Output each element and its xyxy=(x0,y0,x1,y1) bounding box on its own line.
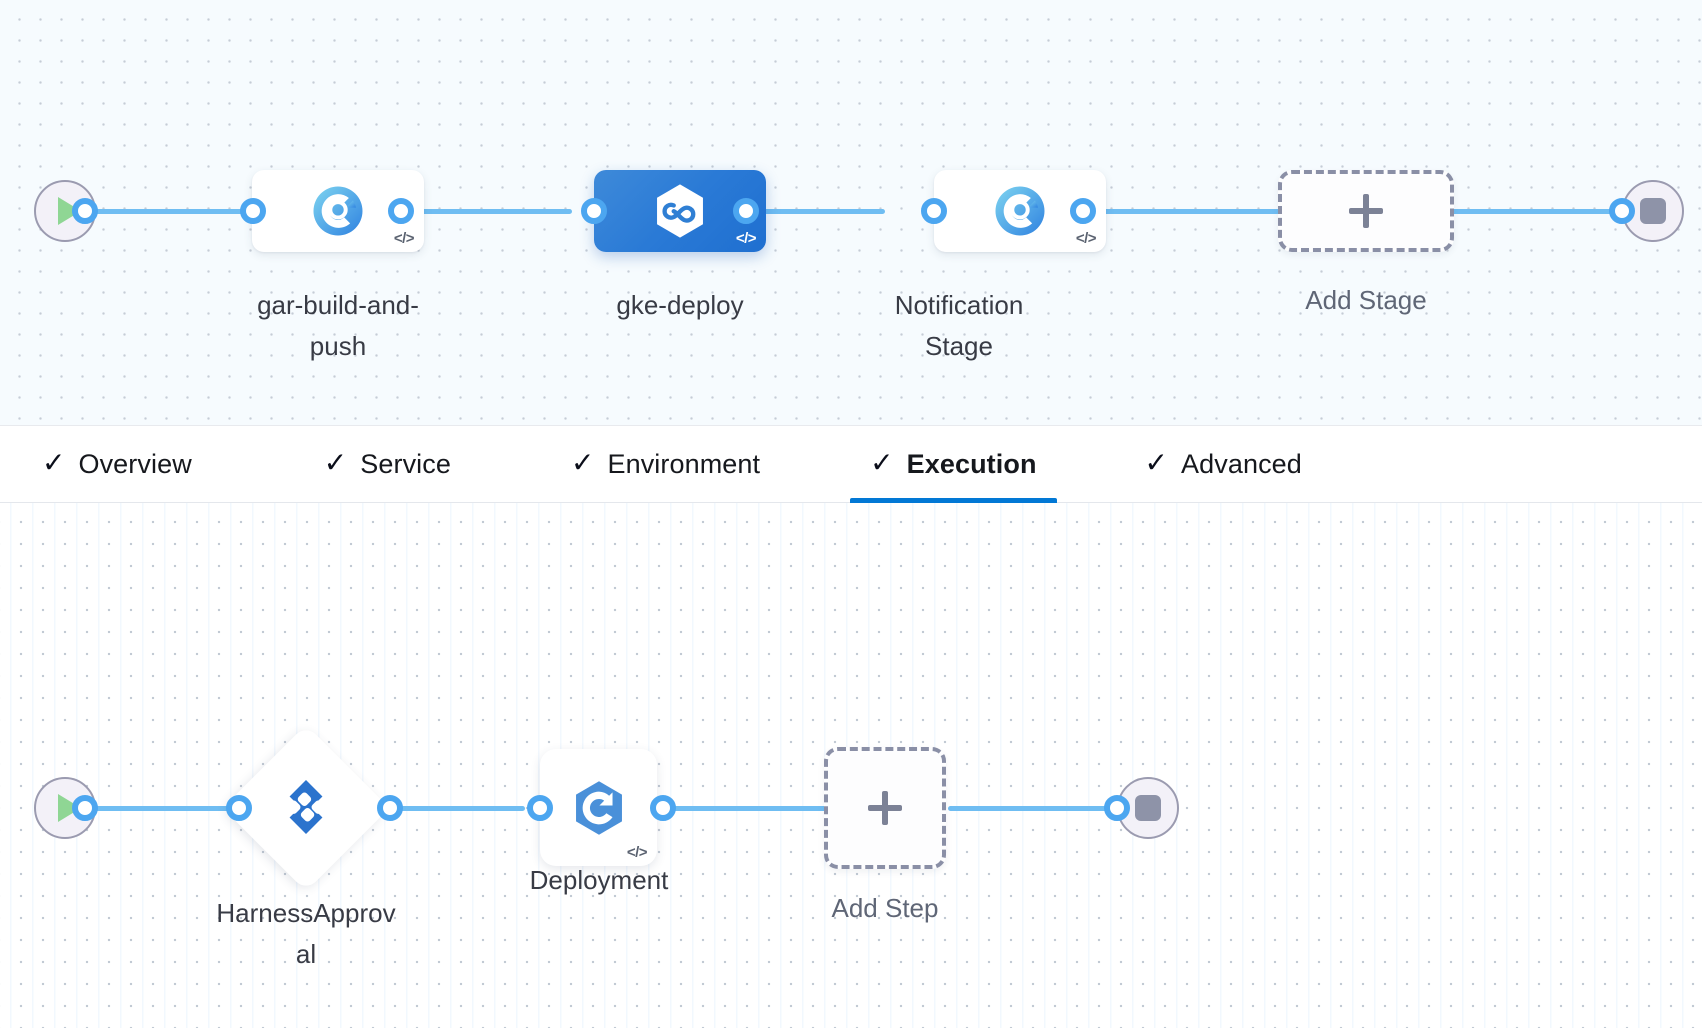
tab-execution-label: Execution xyxy=(906,448,1037,479)
stage-label-notification-stage: Notification Stage xyxy=(894,290,1024,361)
edge-add-step-to-end xyxy=(948,806,1113,811)
port-start-out[interactable] xyxy=(72,198,98,224)
edge-stage-3-to-add-stage xyxy=(1080,209,1280,214)
stage-config-tabs[interactable]: ✓ Overview ✓ Service ✓ Environment ✓ Exe… xyxy=(0,425,1702,503)
port-stage-2-out[interactable] xyxy=(733,198,759,224)
port-stage-1-out[interactable] xyxy=(388,198,414,224)
stage-label-gke-deploy: gke-deploy xyxy=(616,290,744,320)
edge-add-stage-to-end xyxy=(1440,209,1625,214)
add-step-label: Add Step xyxy=(831,893,939,923)
harness-ci-stage-icon xyxy=(313,186,363,236)
tab-overview-label: Overview xyxy=(78,448,192,479)
code-badge-icon: </> xyxy=(393,230,415,247)
port-stage-1-in[interactable] xyxy=(240,198,266,224)
stop-icon xyxy=(1640,198,1666,224)
port-stage-3-in[interactable] xyxy=(921,198,947,224)
tab-overview[interactable]: ✓ Overview xyxy=(22,425,212,503)
port-step-2-in[interactable] xyxy=(527,795,553,821)
check-icon: ✓ xyxy=(571,446,595,478)
port-step-1-out[interactable] xyxy=(377,795,403,821)
check-icon: ✓ xyxy=(323,446,348,478)
port-step-1-in[interactable] xyxy=(226,795,252,821)
harness-ci-stage-icon xyxy=(995,186,1045,236)
edge-step-2-to-add-step xyxy=(655,806,855,811)
step-node-rollout-deployment[interactable]: </> xyxy=(540,749,657,866)
check-icon: ✓ xyxy=(1144,446,1169,478)
stage-graph-canvas[interactable]: </> gar-build-and- push </> gke-deploy <… xyxy=(0,0,1702,425)
port-exec-end-in[interactable] xyxy=(1104,795,1130,821)
tab-environment[interactable]: ✓ Environment xyxy=(551,425,780,503)
plus-icon xyxy=(1347,192,1385,230)
code-badge-icon: </> xyxy=(735,230,757,247)
tab-execution[interactable]: ✓ Execution xyxy=(850,425,1057,503)
tab-service[interactable]: ✓ Service xyxy=(304,425,471,503)
kubernetes-rollout-icon xyxy=(575,780,622,835)
check-icon: ✓ xyxy=(870,446,894,478)
add-stage-button[interactable] xyxy=(1278,170,1454,252)
edge-stage-2-to-stage-3 xyxy=(745,209,885,214)
add-stage-label: Add Stage xyxy=(1305,285,1427,315)
stop-icon xyxy=(1135,795,1161,821)
port-stage-3-out[interactable] xyxy=(1070,198,1096,224)
edge-start-to-step-1 xyxy=(80,806,245,811)
edge-start-to-stage-1 xyxy=(80,209,252,214)
add-step-button[interactable] xyxy=(824,747,946,869)
tab-advanced[interactable]: ✓ Advanced xyxy=(1125,425,1322,503)
stage-label-gar-build-and-push: gar-build-and- push xyxy=(257,290,419,361)
plus-icon xyxy=(866,789,904,827)
port-stage-2-in[interactable] xyxy=(581,198,607,224)
tab-advanced-label: Advanced xyxy=(1181,448,1302,479)
port-step-2-out[interactable] xyxy=(650,795,676,821)
execution-graph-canvas[interactable]: HarnessApprov al </> Rollout Deployment … xyxy=(0,503,1702,1028)
pipeline-end-node[interactable] xyxy=(1622,180,1684,242)
code-badge-icon: </> xyxy=(626,844,648,861)
edge-step-1-to-step-2 xyxy=(390,806,525,811)
check-icon: ✓ xyxy=(42,446,66,478)
port-exec-start-out[interactable] xyxy=(72,795,98,821)
step-label-harness-approval: HarnessApprov al xyxy=(216,898,396,969)
tab-service-label: Service xyxy=(360,448,451,479)
code-badge-icon: </> xyxy=(1075,230,1097,247)
tab-environment-label: Environment xyxy=(607,448,761,479)
harness-cd-deploy-icon xyxy=(657,184,703,238)
edge-stage-1-to-stage-2 xyxy=(400,209,572,214)
port-end-in[interactable] xyxy=(1609,198,1635,224)
